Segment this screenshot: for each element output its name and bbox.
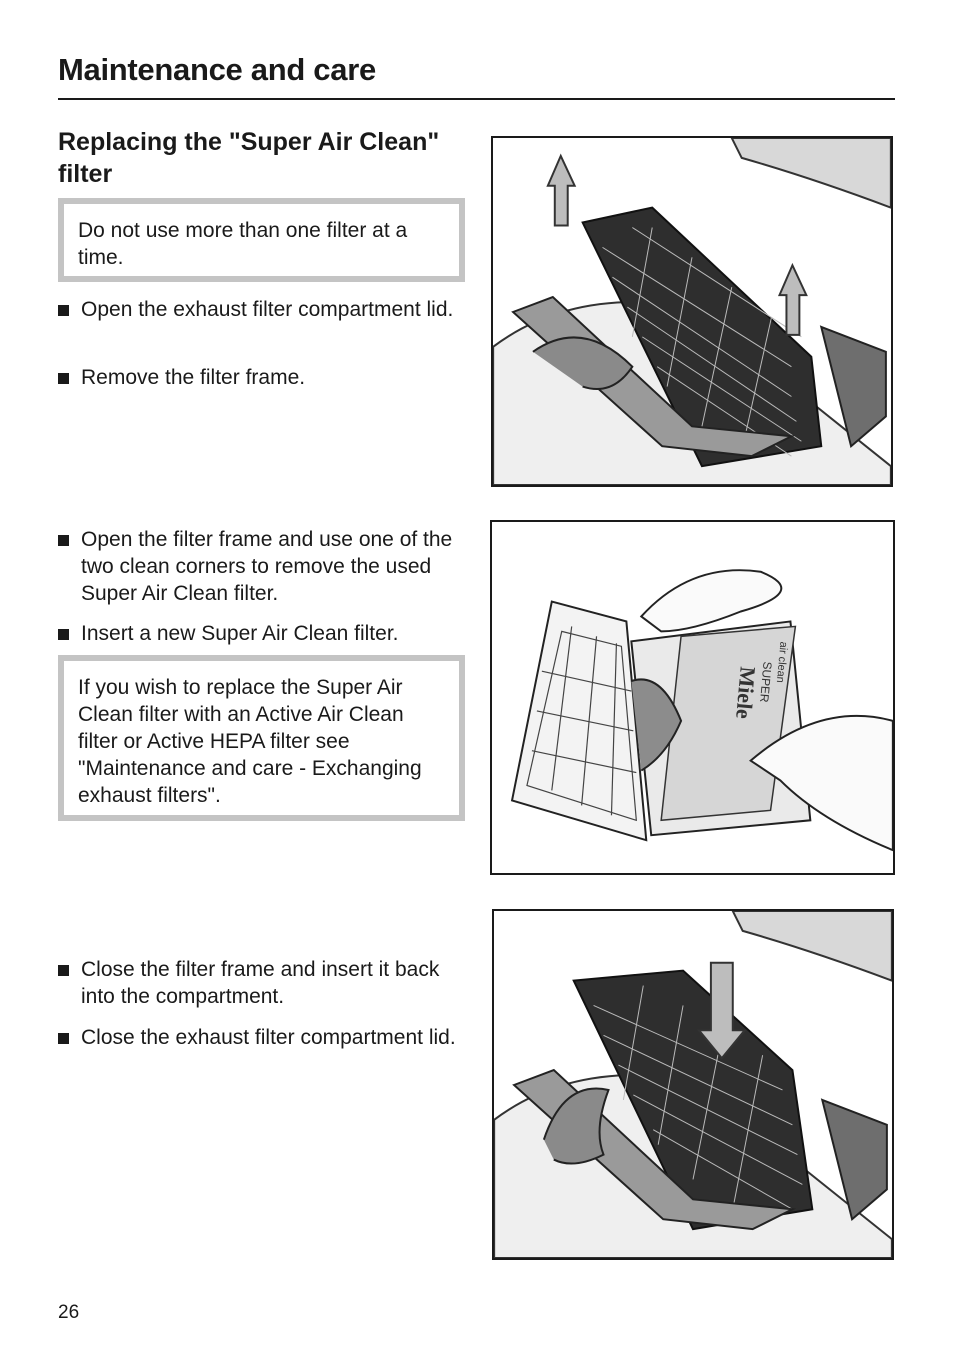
bullet-square-icon [58,965,69,976]
note-text: Do not use more than one filter at a tim… [78,219,408,269]
figure-remove-filter-frame [491,136,893,487]
step-item: Remove the filter frame. [58,364,458,391]
step-text: Open the filter frame and use one of the… [81,528,453,605]
bullet-square-icon [58,1033,69,1044]
filter-label-text: SUPER [757,661,775,704]
filter-label-text: Miele [731,666,759,720]
step-text: Close the exhaust filter compartment lid… [81,1026,456,1049]
filter-replacement-illustration: Miele SUPER air clean [510,569,893,852]
page-number: 26 [58,1302,80,1323]
note-box: If you wish to replace the Super Air Cle… [58,655,465,821]
step-text: Close the filter frame and insert it bac… [81,958,440,1008]
note-box: Do not use more than one filter at a tim… [58,198,465,282]
header-divider [58,98,895,100]
step-text: Remove the filter frame. [81,366,306,389]
bullet-square-icon [58,305,69,316]
figure-replace-filter: Miele SUPER air clean [490,520,895,875]
figure-insert-filter-frame [492,909,894,1260]
step-item: Insert a new Super Air Clean filter. [58,620,458,647]
section-heading: Replacing the "Super Air Clean" filter [58,128,440,188]
filter-frame-illustration [493,138,891,485]
bullet-square-icon [58,629,69,640]
note-text: If you wish to replace the Super Air Cle… [78,676,422,807]
step-item: Close the exhaust filter compartment lid… [58,1024,458,1051]
filter-label-text: air clean [774,641,790,683]
step-text: Open the exhaust filter compartment lid. [81,298,454,321]
page-title: Maintenance and care [58,52,376,87]
filter-insert-illustration [494,911,892,1258]
bullet-square-icon [58,535,69,546]
bullet-square-icon [58,373,69,384]
step-item: Close the filter frame and insert it bac… [58,956,458,1010]
step-item: Open the exhaust filter compartment lid. [58,296,458,323]
step-text: Insert a new Super Air Clean filter. [81,622,399,645]
step-item: Open the filter frame and use one of the… [58,526,458,607]
